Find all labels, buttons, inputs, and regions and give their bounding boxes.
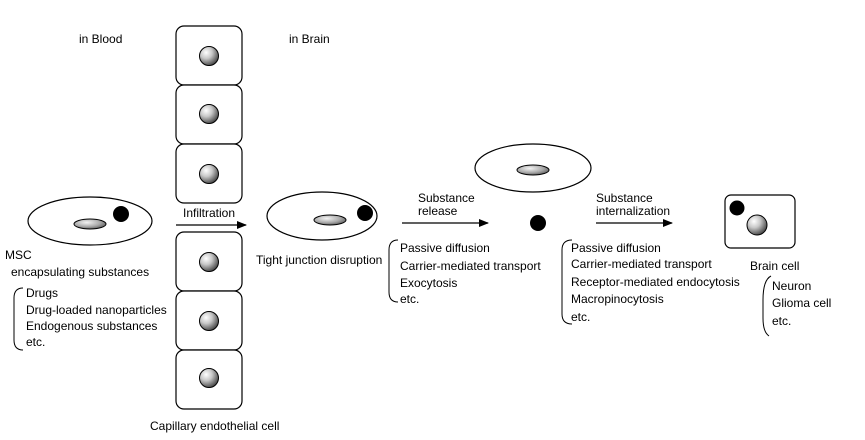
msc-substance-blood bbox=[113, 206, 129, 222]
endothelial-nucleus-4 bbox=[199, 252, 219, 272]
msc-substance-brain bbox=[357, 205, 373, 221]
substance-release-label-2: release bbox=[418, 204, 458, 218]
infiltration-label: Infiltration bbox=[183, 206, 235, 220]
substance-release-label-1: Substance bbox=[418, 191, 475, 205]
substances-item: etc. bbox=[26, 335, 45, 349]
in-brain-label: in Brain bbox=[289, 32, 330, 46]
internalization-item: Carrier-mediated transport bbox=[571, 257, 712, 271]
endothelial-nucleus-1 bbox=[199, 46, 219, 66]
brain-cells-item: Glioma cell bbox=[772, 296, 831, 310]
internalization-item: etc. bbox=[571, 310, 590, 324]
internalization-item: Macropinocytosis bbox=[571, 292, 664, 306]
substances-bracket bbox=[13, 287, 24, 351]
endothelial-nucleus-3 bbox=[199, 164, 219, 184]
substance-intern-label-1: Substance bbox=[596, 191, 653, 205]
endothelial-nucleus-6 bbox=[199, 368, 219, 388]
brain-cell-label: Brain cell bbox=[750, 259, 799, 273]
endothelial-nucleus-2 bbox=[199, 104, 219, 124]
release-item: Passive diffusion bbox=[400, 241, 490, 255]
release-item: etc. bbox=[400, 292, 419, 306]
substances-item: Endogenous substances bbox=[26, 319, 157, 333]
msc-sub-label: encapsulating substances bbox=[11, 265, 149, 279]
msc-nucleus-released bbox=[516, 164, 550, 176]
internalization-item: Passive diffusion bbox=[571, 241, 661, 255]
release-bracket bbox=[388, 239, 399, 303]
tight-junction-label: Tight junction disruption bbox=[256, 253, 382, 267]
msc-nucleus-brain bbox=[313, 214, 347, 226]
substances-item: Drugs bbox=[26, 286, 58, 300]
capillary-label: Capillary endothelial cell bbox=[150, 419, 279, 433]
substances-item: Drug-loaded nanoparticles bbox=[26, 303, 167, 317]
brain-cells-item: etc. bbox=[772, 314, 791, 328]
brain-cells-bracket bbox=[762, 275, 772, 337]
release-item: Carrier-mediated transport bbox=[400, 259, 541, 273]
endothelial-top-group bbox=[175, 25, 243, 204]
release-item: Exocytosis bbox=[400, 276, 457, 290]
brain-cell-substance bbox=[729, 200, 745, 216]
brain-cells-item: Neuron bbox=[772, 279, 811, 293]
internalization-item: Receptor-mediated endocytosis bbox=[571, 275, 740, 289]
in-blood-label: in Blood bbox=[79, 32, 122, 46]
msc-label: MSC bbox=[5, 248, 32, 262]
internalization-bracket bbox=[561, 239, 573, 325]
free-substance bbox=[530, 215, 546, 231]
endothelial-nucleus-5 bbox=[199, 311, 219, 331]
msc-nucleus-blood bbox=[73, 218, 107, 230]
substance-intern-label-2: internalization bbox=[596, 204, 670, 218]
endothelial-bottom-group bbox=[175, 231, 243, 410]
brain-cell-nucleus bbox=[746, 214, 768, 236]
